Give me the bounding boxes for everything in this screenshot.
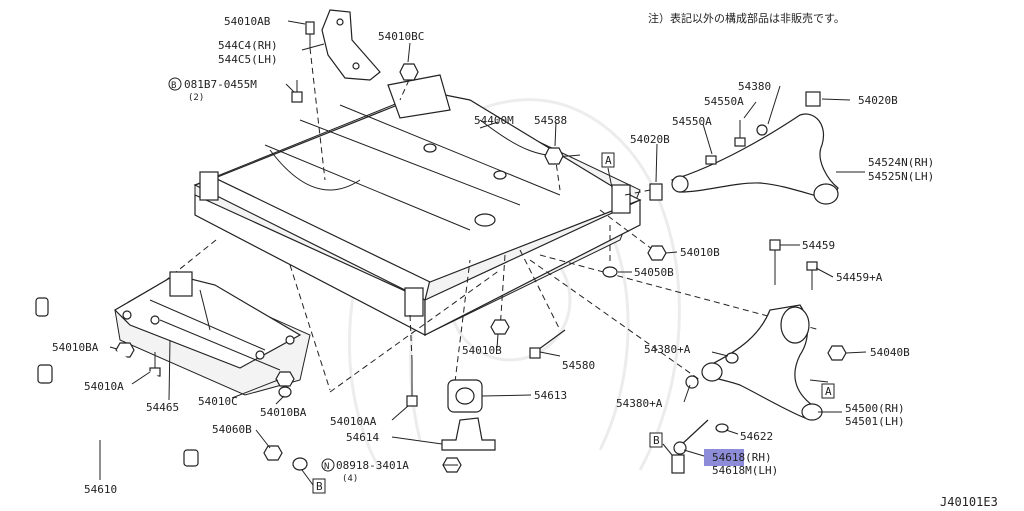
label-54613: 54613 — [534, 389, 567, 402]
label-081b7: 081B7-0455M — [184, 78, 257, 91]
bolt-54010aa[interactable] — [406, 360, 418, 407]
washer-54050b[interactable] — [602, 266, 618, 278]
label-08918: 08918-3401A — [336, 459, 409, 472]
stabilizer-bar-54610[interactable] — [28, 297, 308, 471]
label-54525n: 54525N(LH) — [868, 170, 934, 183]
label-54050b: 54050B — [634, 266, 674, 279]
bolt-54459a[interactable] — [806, 261, 818, 290]
upper-control-arm-54524n[interactable] — [671, 113, 839, 205]
diagram-code: J40101E3 — [940, 495, 998, 509]
bolt-54550a-lower[interactable] — [705, 155, 717, 165]
bolt-54550a-upper[interactable] — [734, 120, 746, 147]
label-54618: 54618(RH) — [712, 451, 772, 464]
nut-54010c[interactable] — [275, 371, 295, 387]
label-54380a-1: 54380+A — [644, 343, 691, 356]
ref-mark-a-lower-letter: A — [825, 385, 832, 398]
label-54040b: 54040B — [870, 346, 910, 359]
label-54614: 54614 — [346, 431, 379, 444]
washer-54010ba-right[interactable] — [278, 386, 292, 398]
symbol-n-letter: N — [324, 462, 329, 472]
label-54524n: 54524N(RH) — [868, 156, 934, 169]
label-54010c: 54010C — [198, 395, 238, 408]
label-54501: 54501(LH) — [845, 415, 905, 428]
ref-mark-b-left-letter: B — [316, 480, 323, 493]
label-54618-highlight[interactable]: 54618(RH) — [704, 449, 772, 466]
label-54550a-2: 54550A — [672, 115, 712, 128]
label-54618m: 54618M(LH) — [712, 464, 778, 477]
ref-mark-b-right: B — [649, 432, 663, 448]
symbol-b-letter: B — [171, 81, 176, 91]
clamp-54614[interactable] — [441, 417, 496, 451]
bushing-54020b-right[interactable] — [805, 91, 821, 107]
label-544c5: 544C5(LH) — [218, 53, 278, 66]
washer-54622[interactable] — [715, 423, 729, 433]
bracket-544c4[interactable] — [321, 9, 381, 81]
ref-mark-b-right-letter: B — [653, 434, 660, 447]
label-54010b-1: 54010B — [680, 246, 720, 259]
bolt-54580[interactable] — [529, 329, 566, 359]
bushing-54020b-left[interactable] — [649, 183, 663, 201]
label-54380a-2: 54380+A — [616, 397, 663, 410]
label-54010a: 54010A — [84, 380, 124, 393]
nut-54588[interactable] — [544, 147, 564, 165]
label-54500: 54500(RH) — [845, 402, 905, 415]
ref-mark-b-left: B — [312, 478, 326, 494]
label-54010ba-1: 54010BA — [52, 341, 99, 354]
label-54400m: 54400M — [474, 114, 514, 127]
washer-54380[interactable] — [756, 124, 768, 136]
label-54550a-1: 54550A — [704, 95, 744, 108]
ref-mark-a-upper-letter: A — [605, 154, 612, 167]
washer-54380a-lower[interactable] — [685, 375, 699, 389]
bolt-54459[interactable] — [769, 239, 781, 285]
nut-54010b-right[interactable] — [647, 245, 667, 261]
label-54580: 54580 — [562, 359, 595, 372]
label-54610: 54610 — [84, 483, 117, 496]
label-54465: 54465 — [146, 401, 179, 414]
label-081b7-qty: (2) — [188, 93, 204, 103]
label-54588: 54588 — [534, 114, 567, 127]
label-54459a: 54459+A — [836, 271, 883, 284]
label-54010ab: 54010AB — [224, 15, 271, 28]
nut-54010ba-left[interactable] — [115, 342, 135, 358]
label-54010b-2: 54010B — [462, 344, 502, 357]
sub-frame-54465[interactable] — [114, 271, 311, 396]
label-54380: 54380 — [738, 80, 771, 93]
ref-mark-a-lower: A — [821, 383, 835, 399]
bolt-081b7[interactable] — [291, 80, 303, 103]
bushing-54613[interactable] — [447, 379, 483, 413]
washer-54380a-upper[interactable] — [725, 352, 739, 364]
label-54459: 54459 — [802, 239, 835, 252]
nut-54010bc[interactable] — [399, 63, 419, 81]
label-544c4: 544C4(RH) — [218, 39, 278, 52]
label-54010bc: 54010BC — [378, 30, 424, 43]
label-54010ba-2: 54010BA — [260, 406, 307, 419]
label-54010aa: 54010AA — [330, 415, 377, 428]
label-54060b: 54060B — [212, 423, 252, 436]
front-crossmember-54400m[interactable] — [193, 74, 642, 336]
label-54020b-1: 54020B — [858, 94, 898, 107]
lower-control-arm-54500[interactable] — [701, 304, 823, 421]
symbol-b-circle: B — [168, 77, 182, 91]
label-54622: 54622 — [740, 430, 773, 443]
stabilizer-link-54618[interactable] — [671, 419, 709, 474]
label-54020b-2: 54020B — [630, 133, 670, 146]
callout-leaders — [99, 20, 867, 486]
nut-54040b[interactable] — [827, 345, 847, 361]
bolt-54010ab[interactable] — [305, 21, 315, 48]
bracket-54060b[interactable] — [263, 445, 283, 461]
label-08918-qty: (4) — [342, 474, 358, 484]
notice-text: 注）表記以外の構成部品は非販売です。 — [648, 11, 845, 25]
symbol-n-circle: N — [321, 458, 335, 472]
ref-mark-a-upper: A — [601, 152, 615, 168]
nut-54010b-center[interactable] — [490, 319, 510, 335]
